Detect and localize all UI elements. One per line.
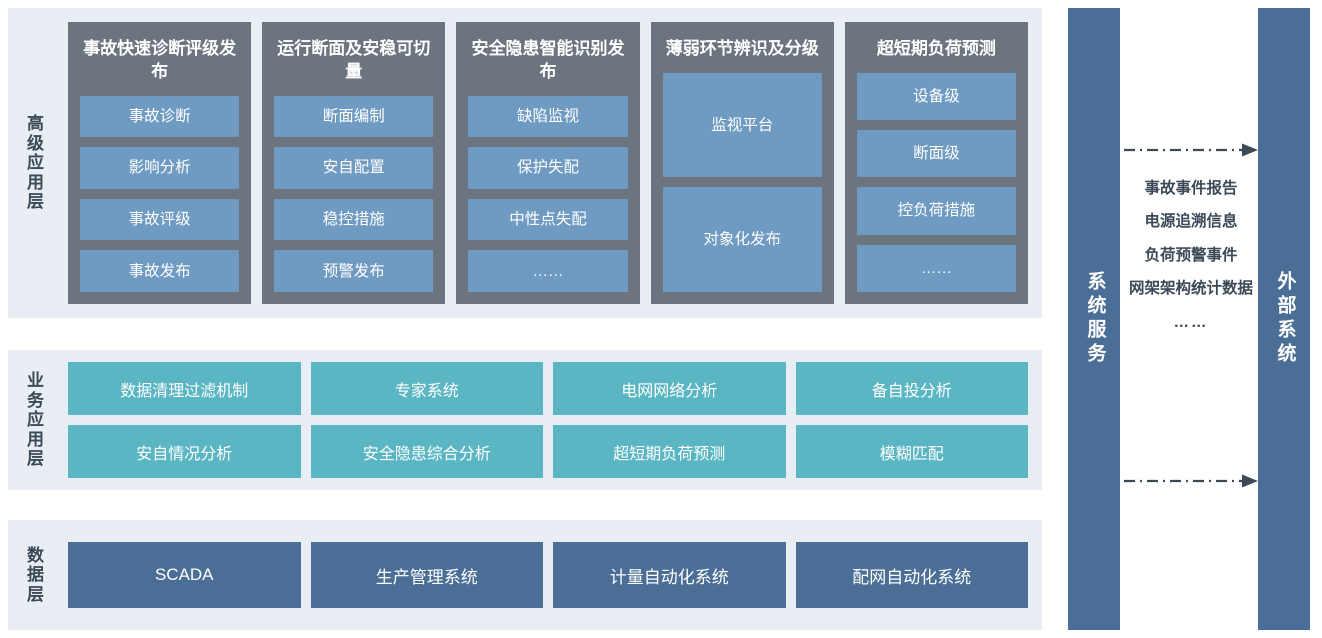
layer-label-char: 务 [27, 390, 45, 410]
column-items: 断面编制 安自配置 稳控措施 预警发布 [274, 95, 434, 292]
flow-item-ellipsis: …… [1173, 313, 1209, 331]
business-row: 安自情况分析 安全隐患综合分析 超短期负荷预测 模糊匹配 [68, 425, 1028, 478]
layer-label-char: 用 [27, 429, 45, 449]
column-items: 监视平台 对象化发布 [662, 72, 822, 292]
module-cell[interactable]: 预警发布 [274, 250, 434, 292]
business-module[interactable]: 安自情况分析 [68, 425, 301, 478]
layer-label-char: 层 [27, 449, 45, 469]
business-module[interactable]: 超短期负荷预测 [553, 425, 786, 478]
layer-label-char: 层 [27, 192, 45, 212]
business-module[interactable]: 模糊匹配 [795, 425, 1028, 478]
flow-item: 事故事件报告 [1144, 180, 1238, 197]
column-title: 薄弱环节辨识及分级 [665, 39, 819, 58]
layer-data: 数 据 层 SCADA 生产管理系统 计量自动化系统 配网自动化系统 [8, 520, 1042, 630]
layer-label-char: 高 [27, 114, 45, 134]
layer-label-high-level: 高 级 应 用 层 [8, 8, 64, 318]
flow-item: 网架架构统计数据 [1128, 280, 1253, 298]
external-system-label: 外部系统 [1274, 271, 1296, 367]
layer-label-char: 用 [27, 172, 45, 192]
module-column-section-stability[interactable]: 运行断面及安稳可切量 断面编制 安自配置 稳控措施 预警发布 [262, 22, 446, 304]
module-cell[interactable]: 稳控措施 [274, 198, 434, 241]
layer-high-level-application: 高 级 应 用 层 事故快速诊断评级发布 事故诊断 影响分析 事故评级 事故发布… [8, 8, 1042, 318]
module-cell[interactable]: 设备级 [856, 72, 1017, 121]
layer-label-char: 级 [27, 133, 45, 153]
data-source[interactable]: 配网自动化系统 [795, 542, 1028, 608]
system-service-bar: 系统服务 [1068, 8, 1120, 630]
module-cell[interactable]: 中性点失配 [468, 198, 628, 241]
arrow-to-external-system-second [1122, 474, 1260, 488]
module-cell[interactable]: 事故诊断 [80, 95, 240, 138]
layer-business-application: 业 务 应 用 层 数据清理过滤机制 专家系统 电网网络分析 备自投分析 安自情… [8, 350, 1042, 490]
module-column-load-forecast[interactable]: 超短期负荷预测 设备级 断面级 控负荷措施 …… [844, 22, 1029, 304]
module-column-weak-link[interactable]: 薄弱环节辨识及分级 监视平台 对象化发布 [650, 22, 834, 304]
module-cell[interactable]: 监视平台 [662, 72, 822, 178]
data-source[interactable]: 计量自动化系统 [553, 542, 786, 608]
column-items: 设备级 断面级 控负荷措施 …… [856, 72, 1017, 292]
data-flow-list: 事故事件报告 电源追溯信息 负荷预警事件 网架架构统计数据 …… [1128, 178, 1254, 334]
module-cell[interactable]: 断面编制 [274, 95, 434, 138]
business-module[interactable]: 备自投分析 [795, 362, 1028, 415]
module-cell[interactable]: 事故发布 [80, 250, 240, 292]
business-row: 数据清理过滤机制 专家系统 电网网络分析 备自投分析 [68, 362, 1028, 415]
module-column-accident-diagnosis[interactable]: 事故快速诊断评级发布 事故诊断 影响分析 事故评级 事故发布 [68, 22, 252, 304]
layer-label-char: 数 [27, 545, 45, 565]
module-cell[interactable]: 控负荷措施 [856, 187, 1017, 235]
module-cell[interactable]: 断面级 [856, 130, 1017, 178]
module-cell[interactable]: 安自配置 [274, 147, 434, 189]
module-cell[interactable]: …… [468, 250, 628, 292]
module-cell[interactable]: …… [856, 244, 1017, 292]
column-title: 事故快速诊断评级发布 [83, 39, 237, 81]
data-sources: SCADA 生产管理系统 计量自动化系统 配网自动化系统 [64, 520, 1042, 630]
layer-label-char: 业 [27, 371, 45, 391]
business-module[interactable]: 电网网络分析 [553, 362, 786, 415]
module-cell[interactable]: 缺陷监视 [468, 95, 628, 138]
high-level-columns: 事故快速诊断评级发布 事故诊断 影响分析 事故评级 事故发布 运行断面及安稳可切… [64, 8, 1042, 318]
column-items: 缺陷监视 保护失配 中性点失配 …… [468, 95, 628, 292]
layer-label-char: 应 [27, 410, 45, 430]
layer-label-char: 层 [27, 584, 45, 604]
flow-item: 电源追溯信息 [1144, 213, 1238, 231]
column-title: 运行断面及安稳可切量 [277, 39, 431, 81]
external-system-bar: 外部系统 [1258, 8, 1310, 630]
business-module[interactable]: 安全隐患综合分析 [310, 425, 543, 478]
business-module[interactable]: 数据清理过滤机制 [68, 362, 301, 415]
module-cell[interactable]: 影响分析 [80, 147, 240, 189]
system-service-label: 系统服务 [1084, 271, 1106, 367]
layer-label-char: 应 [27, 153, 45, 173]
flow-item: 负荷预警事件 [1144, 246, 1238, 264]
layer-label-business: 业 务 应 用 层 [8, 350, 64, 490]
module-column-safety-hazard[interactable]: 安全隐患智能识别发布 缺陷监视 保护失配 中性点失配 …… [456, 22, 640, 304]
architecture-diagram: 高 级 应 用 层 事故快速诊断评级发布 事故诊断 影响分析 事故评级 事故发布… [8, 8, 1042, 630]
arrow-to-external-system [1122, 143, 1260, 157]
data-source[interactable]: 生产管理系统 [310, 542, 543, 608]
column-title: 安全隐患智能识别发布 [471, 39, 625, 81]
column-title: 超短期负荷预测 [876, 39, 996, 58]
module-cell[interactable]: 保护失配 [468, 147, 628, 189]
layer-label-data: 数 据 层 [8, 520, 64, 630]
layer-label-char: 据 [27, 565, 45, 585]
column-items: 事故诊断 影响分析 事故评级 事故发布 [80, 95, 240, 292]
module-cell[interactable]: 事故评级 [80, 198, 240, 241]
data-source[interactable]: SCADA [68, 542, 301, 608]
module-cell[interactable]: 对象化发布 [662, 187, 822, 292]
business-rows: 数据清理过滤机制 专家系统 电网网络分析 备自投分析 安自情况分析 安全隐患综合… [64, 350, 1042, 490]
business-module[interactable]: 专家系统 [310, 362, 543, 415]
